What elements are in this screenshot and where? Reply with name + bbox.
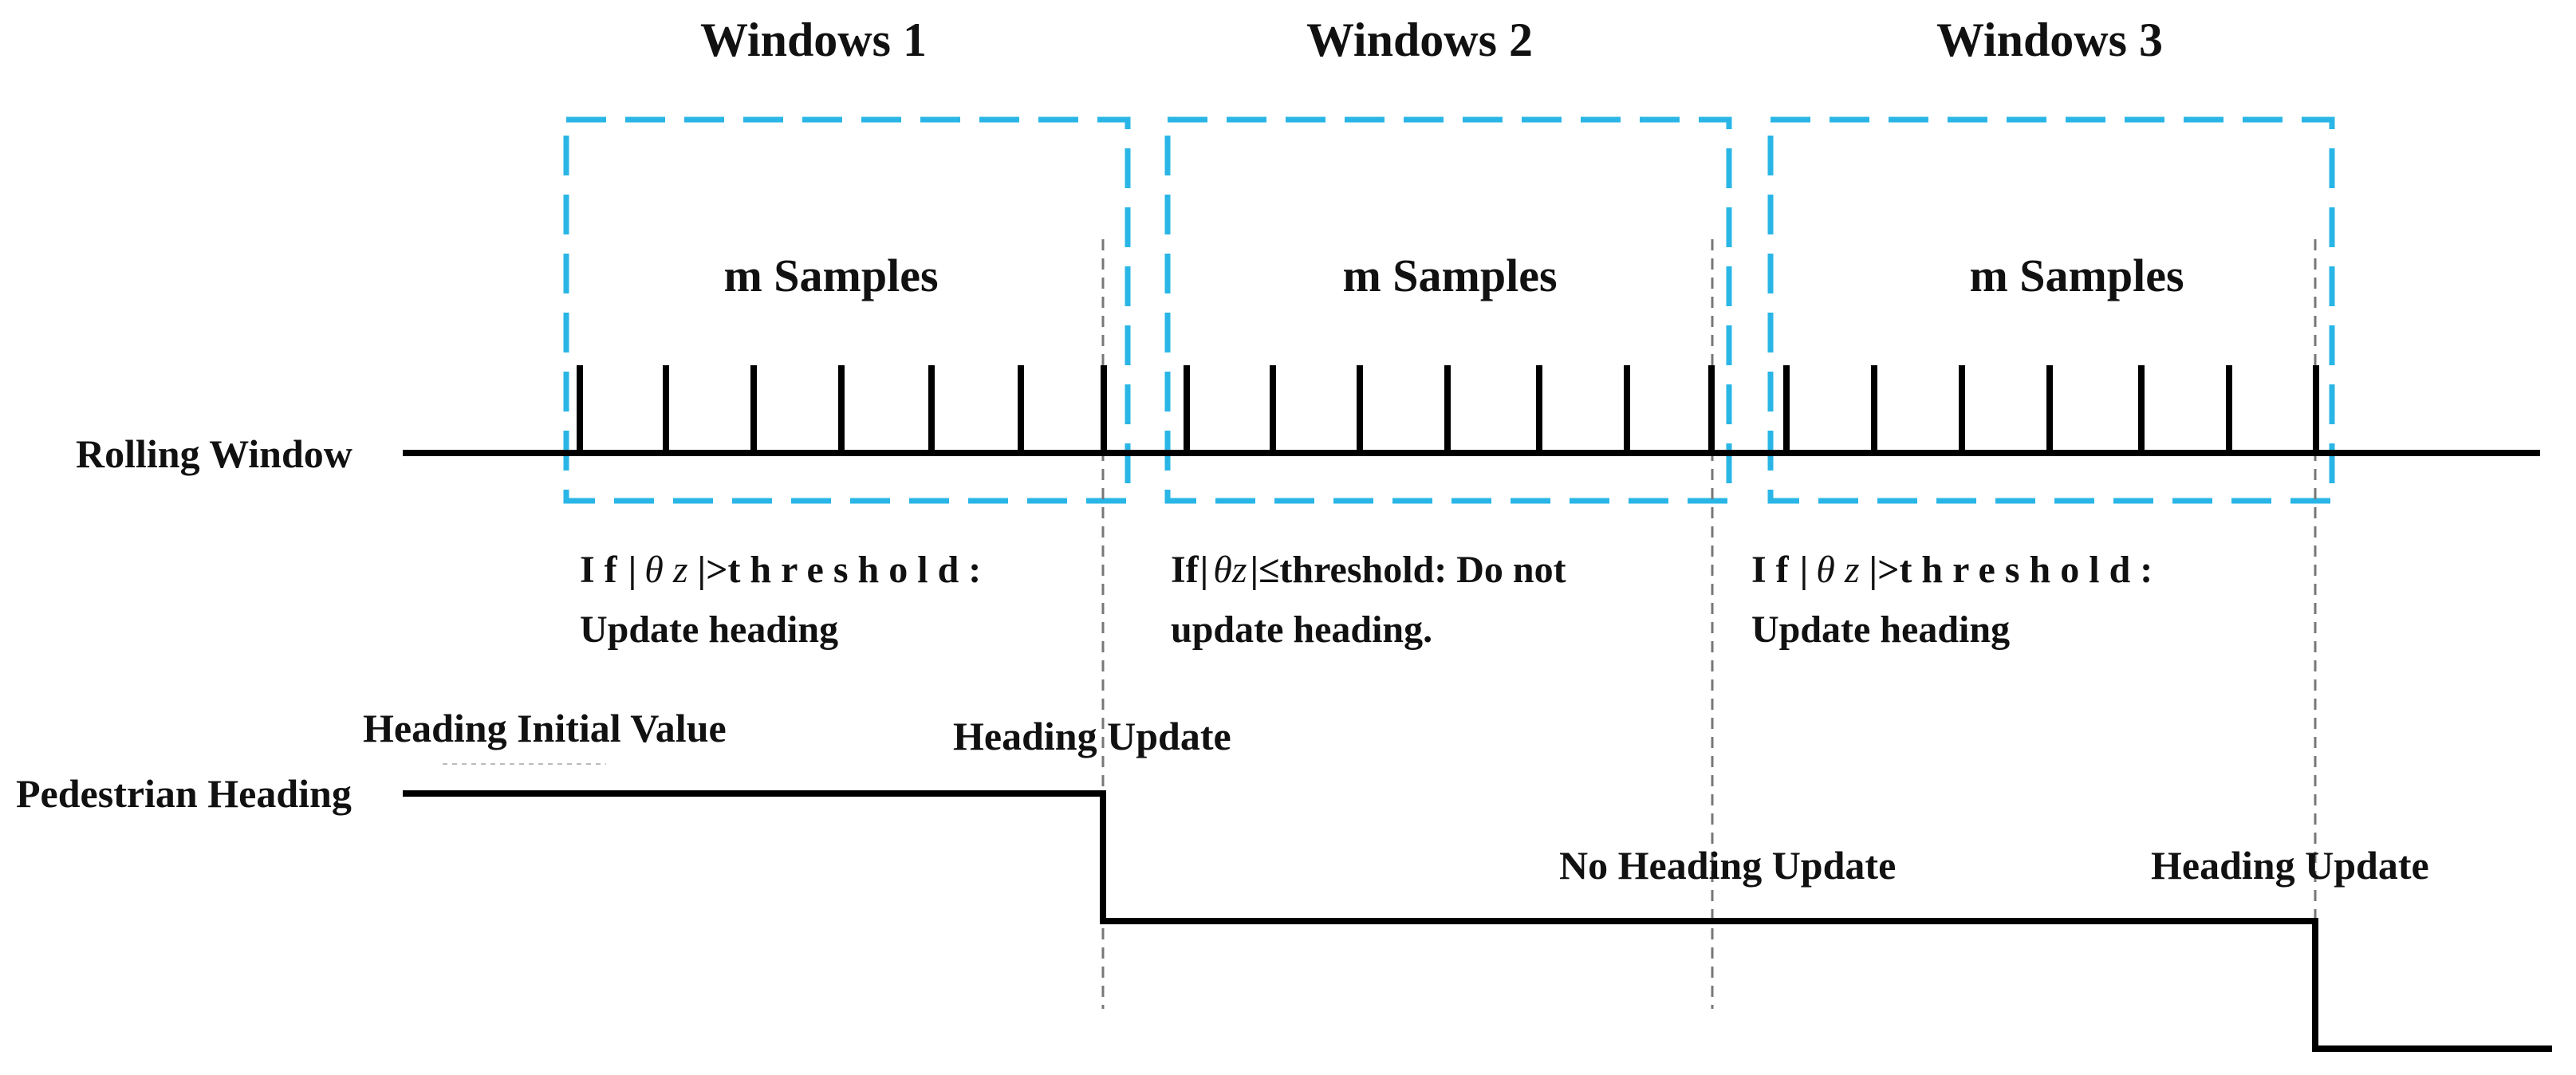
window-1-sample-ticks [577,365,1107,453]
heading-initial-value-label: Heading Initial Value [363,706,727,750]
window-2-title: Windows 2 [1306,14,1533,66]
window-3-condition-line-2: Update heading [1751,608,2010,651]
window-1-box [563,116,1131,504]
window-1-condition-line-1: I f|θ z |>t h r e s h o l d : [580,549,981,591]
window-2-sample-ticks [1184,365,1715,453]
heading-update-label-1: Heading Update [953,714,1231,758]
heading-update-label-3: Heading Update [2151,843,2429,888]
window-3-title: Windows 3 [1936,14,2163,66]
window-2-samples-label: m Samples [1342,250,1557,301]
window-1-condition-line-2: Update heading [580,608,838,651]
window-2-condition-line-1: If|θz|≤threshold: Do not [1171,549,1566,591]
pedestrian-heading-step-line [403,790,2552,1052]
window-3-samples-label: m Samples [1969,250,2184,301]
window-3-condition-line-1: I f|θ z |>t h r e s h o l d : [1751,549,2153,591]
pedestrian-heading-label: Pedestrian Heading [16,771,352,816]
no-heading-update-label: No Heading Update [1559,843,1896,888]
rolling-window-label: Rolling Window [76,431,353,476]
window-2-condition-line-2: update heading. [1171,608,1432,651]
window-3-sample-ticks [1783,365,2319,453]
window-1-samples-label: m Samples [723,250,938,301]
window-1-title: Windows 1 [700,14,927,66]
